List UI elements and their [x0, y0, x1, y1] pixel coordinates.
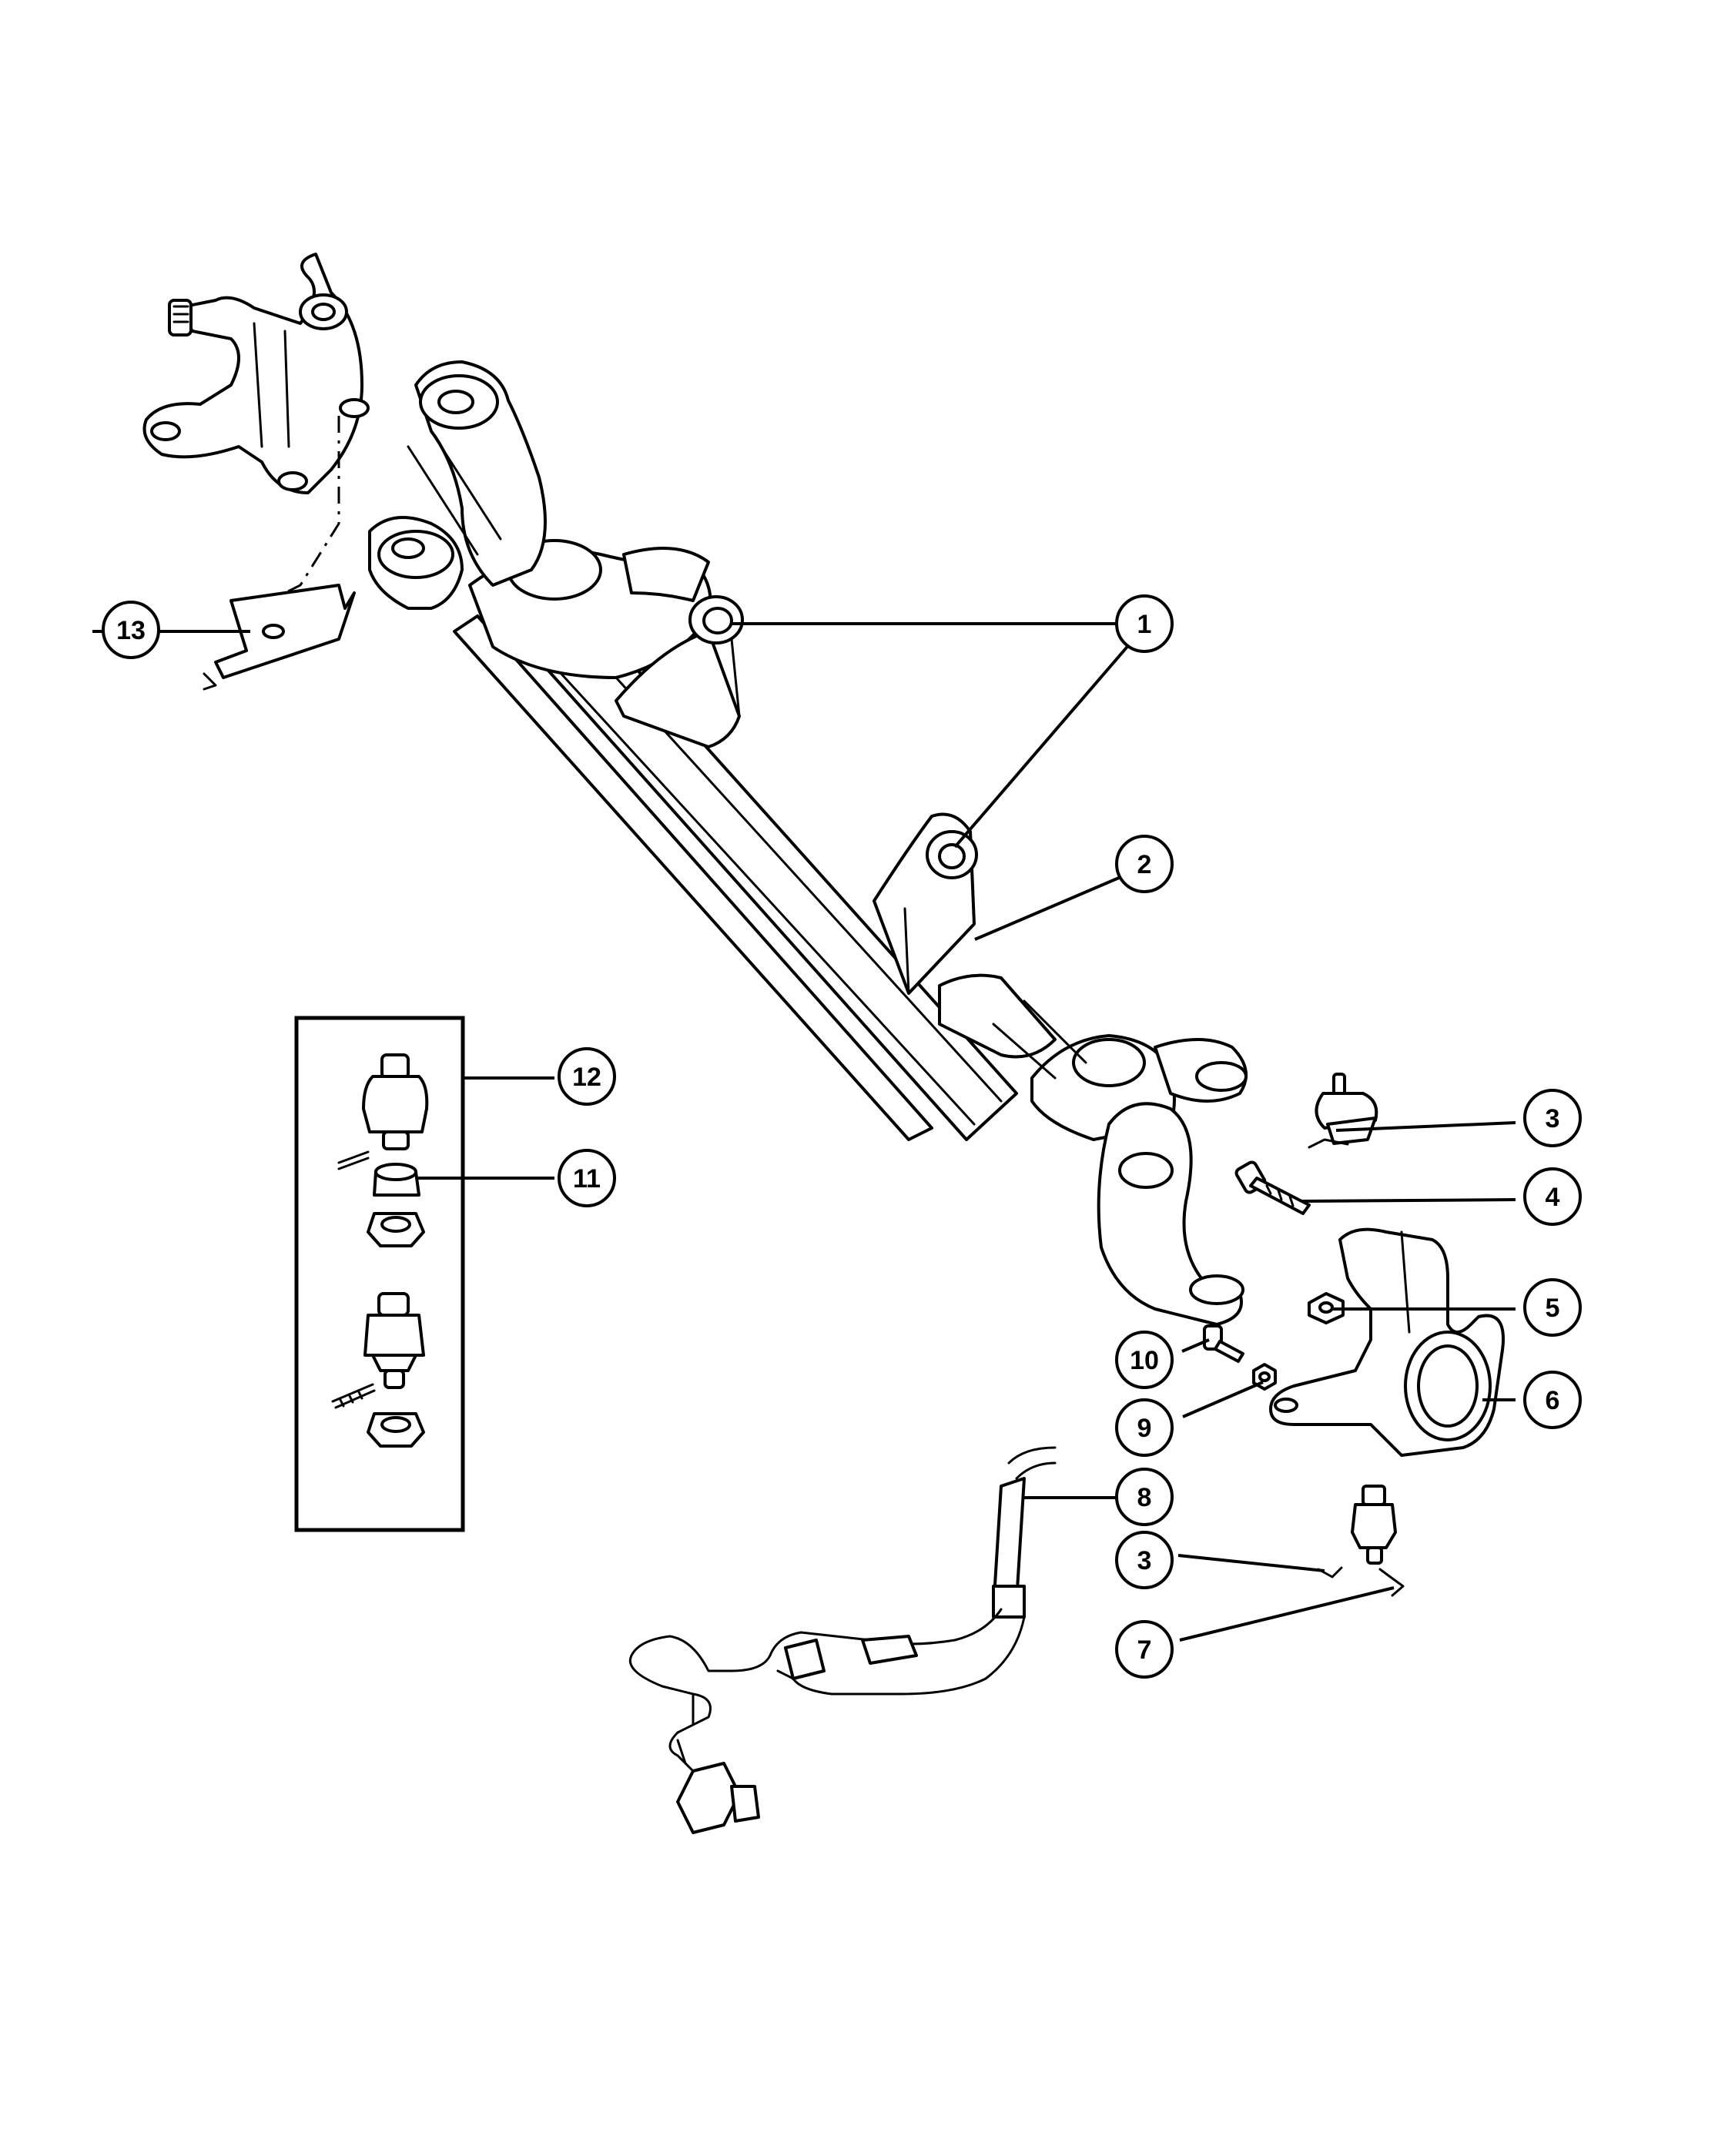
callout-label: 4 — [1546, 1183, 1560, 1212]
callout-label: 10 — [1130, 1346, 1159, 1375]
callout-label: 13 — [116, 616, 146, 645]
callout-label: 7 — [1137, 1635, 1152, 1665]
callout-10: 10 — [1115, 1331, 1174, 1389]
right-steering-knuckle — [1269, 1227, 1505, 1457]
alignment-dashline — [253, 416, 340, 610]
leader-lines — [92, 622, 1516, 1642]
callout-6: 6 — [1523, 1371, 1582, 1429]
callout-3-upper: 3 — [1523, 1089, 1582, 1147]
abs-sensor-wiring — [629, 1446, 1057, 1834]
callout-label: 3 — [1137, 1546, 1152, 1575]
upper-ball-joint — [1308, 1073, 1378, 1149]
callout-label: 12 — [572, 1063, 601, 1092]
callout-label: 11 — [573, 1164, 601, 1194]
callout-label: 9 — [1137, 1414, 1152, 1443]
callout-label: 2 — [1137, 850, 1152, 879]
callout-8: 8 — [1115, 1468, 1174, 1526]
left-steering-knuckle — [142, 253, 370, 494]
axle-housing — [368, 360, 1248, 1326]
callout-11: 11 — [558, 1149, 616, 1207]
callout-2: 2 — [1115, 835, 1174, 893]
callout-3-lower: 3 — [1115, 1531, 1174, 1589]
callout-7: 7 — [1115, 1620, 1174, 1679]
callout-label: 3 — [1546, 1104, 1560, 1133]
callout-5: 5 — [1523, 1278, 1582, 1337]
callout-label: 6 — [1546, 1386, 1560, 1415]
callout-4: 4 — [1523, 1167, 1582, 1226]
ball-joint-kit-box — [294, 1016, 465, 1532]
callout-label: 5 — [1546, 1294, 1560, 1323]
callout-label: 1 — [1137, 610, 1152, 639]
callout-label: 8 — [1137, 1483, 1152, 1512]
callout-13: 13 — [102, 601, 160, 659]
lower-ball-joint — [1317, 1485, 1405, 1597]
bolt — [1234, 1160, 1311, 1215]
castle-nut — [1308, 1292, 1345, 1324]
stud — [1203, 1324, 1244, 1363]
abs-sensor-bracket — [203, 584, 356, 691]
callout-12: 12 — [558, 1047, 616, 1106]
callout-9: 9 — [1115, 1398, 1174, 1457]
callout-1: 1 — [1115, 594, 1174, 653]
